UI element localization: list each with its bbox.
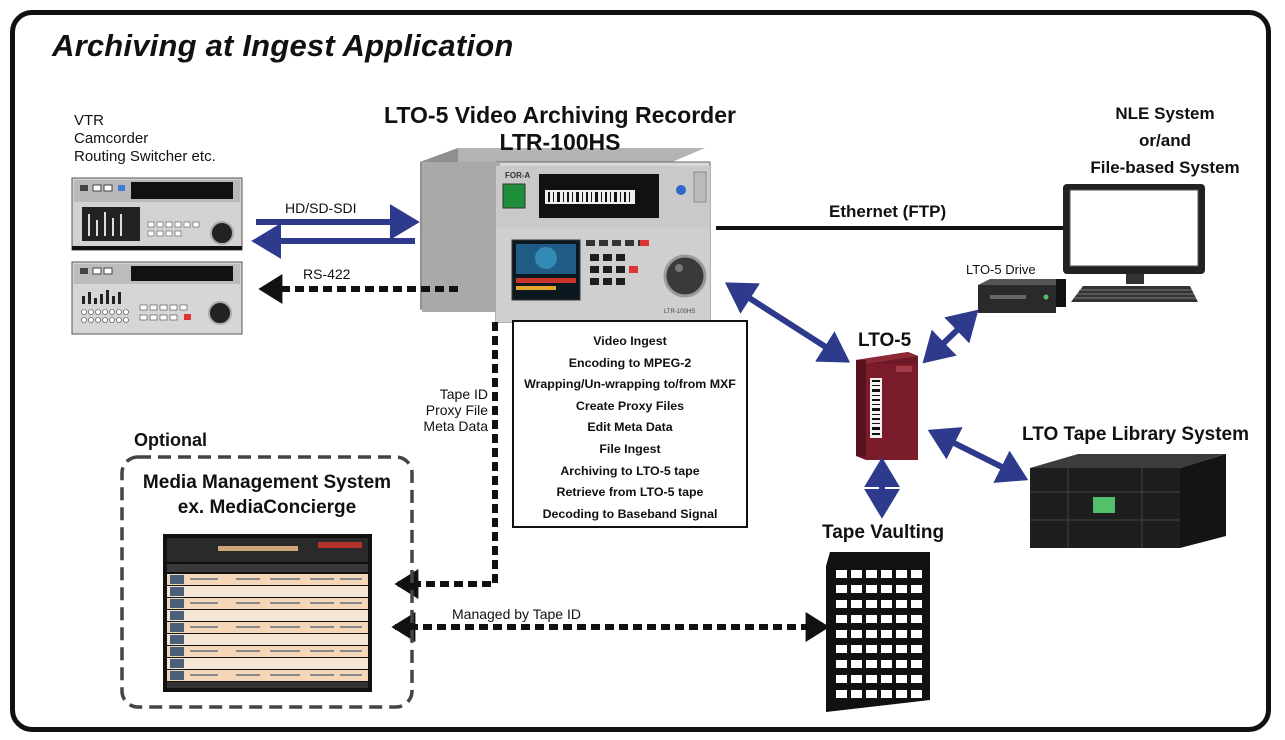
function-item: Create Proxy Files: [575, 398, 685, 413]
recorder-title-line2: LTR-100HS: [499, 129, 621, 155]
lto5-label: LTO-5: [858, 330, 912, 351]
media-line2: ex. MediaConcierge: [177, 497, 357, 518]
source-line3: Routing Switcher etc.: [74, 148, 216, 165]
rs422-label: RS-422: [303, 266, 351, 282]
metadata-line2: Proxy File: [425, 402, 488, 418]
source-line1: VTR: [74, 112, 104, 129]
function-item: Video Ingest: [593, 334, 667, 348]
source-devices-label: VTR Camcorder Routing Switcher etc.: [74, 112, 216, 166]
media-concierge-screenshot: [163, 534, 372, 692]
optional-label: Optional: [134, 430, 207, 450]
metadata-arrow: [394, 322, 498, 599]
recorder-title-line1: LTO-5 Video Archiving Recorder: [384, 102, 736, 128]
nle-line2: or/and: [1139, 131, 1191, 150]
nle-line1: NLE System: [1115, 104, 1215, 123]
function-list-box: Video Ingest Encoding to MPEG-2 Wrapping…: [512, 320, 748, 528]
lto5-tape-cartridge: [856, 352, 918, 460]
nle-computer: [1063, 184, 1205, 302]
recorder-model-text: LTR-100HS: [664, 309, 695, 315]
tape-library-device: [1030, 454, 1226, 548]
vtr-device-bottom: [71, 261, 243, 335]
tape-vault-rack: [826, 552, 930, 712]
managed-by-label: Managed by Tape ID: [452, 606, 581, 622]
tape-library-label: LTO Tape Library System: [1022, 424, 1250, 445]
function-item: Encoding to MPEG-2: [568, 355, 692, 370]
ltr-100hs-recorder: FOR-A LTR-100HS: [420, 148, 711, 323]
function-item: File Ingest: [599, 441, 661, 456]
function-item: Edit Meta Data: [587, 420, 673, 435]
media-management-label: Media Management System ex. MediaConcier…: [124, 470, 410, 520]
recorder-brand-text: FOR-A: [505, 171, 531, 180]
media-line1: Media Management System: [142, 472, 392, 493]
nle-line3: File-based System: [1090, 158, 1240, 177]
function-item: Decoding to Baseband Signal: [542, 506, 718, 521]
metadata-line1: Tape ID: [439, 386, 488, 402]
sdi-label: HD/SD-SDI: [285, 200, 357, 216]
function-item: Archiving to LTO-5 tape: [560, 463, 700, 478]
source-line2: Camcorder: [74, 130, 149, 147]
tape-vaulting-label: Tape Vaulting: [822, 522, 945, 543]
library-lto-arrow: [927, 427, 1029, 483]
function-item: Wrapping/Un-wrapping to/from MXF: [524, 377, 736, 392]
lto5-drive-device: [978, 279, 1066, 313]
nle-system-label: NLE System or/and File-based System: [1090, 100, 1240, 181]
recorder-lto-arrow: [724, 282, 851, 363]
page-title: Archiving at Ingest Application: [52, 28, 514, 63]
drive-lto-arrow: [922, 309, 979, 364]
lto-drive-label: LTO-5 Drive: [966, 262, 1036, 277]
metadata-label: Tape ID Proxy File Meta Data: [396, 386, 488, 434]
vtr-device-top: [71, 177, 243, 251]
metadata-line3: Meta Data: [423, 418, 488, 434]
recorder-title: LTO-5 Video Archiving Recorder LTR-100HS: [360, 102, 760, 156]
optional-dashed-box: [120, 455, 414, 709]
function-item: Retrieve from LTO-5 tape: [556, 485, 704, 500]
ethernet-label: Ethernet (FTP): [829, 202, 947, 221]
